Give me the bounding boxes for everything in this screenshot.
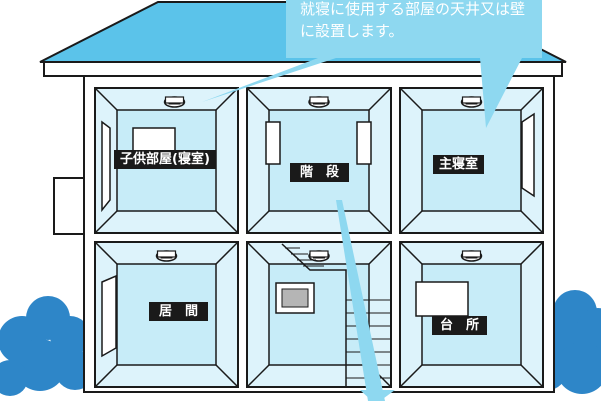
side-annex (53, 177, 85, 235)
window (101, 274, 117, 358)
wall-panel-screen (281, 288, 309, 308)
room-label-kitchen: 台 所 (432, 316, 488, 335)
room-label-living: 居 間 (149, 302, 209, 321)
shrub-left-icon (0, 296, 95, 396)
room-label-master-bedroom: 主寝室 (433, 155, 485, 174)
smoke-detector-icon (308, 250, 330, 262)
window (521, 112, 535, 198)
smoke-detector-icon (460, 250, 483, 262)
room-kitchen (399, 241, 544, 388)
room-label-kids-bedroom: 子供部屋(寝室) (114, 150, 216, 169)
callout-line-1: 就寝に使用する部屋の天井又は壁 (300, 0, 526, 18)
room-label-stairs: 階 段 (290, 163, 350, 182)
smoke-detector-icon (460, 96, 483, 108)
window (101, 120, 111, 213)
window (265, 121, 281, 165)
smoke-detector-icon (155, 250, 178, 262)
stairs-pointer (336, 200, 385, 401)
window (356, 121, 372, 165)
smoke-detector-icon (308, 96, 330, 108)
smoke-detector-icon (163, 96, 186, 108)
speech-bubble-icon (202, 0, 542, 128)
window (415, 281, 469, 317)
callout-line-2: に設置します。 (300, 22, 404, 40)
